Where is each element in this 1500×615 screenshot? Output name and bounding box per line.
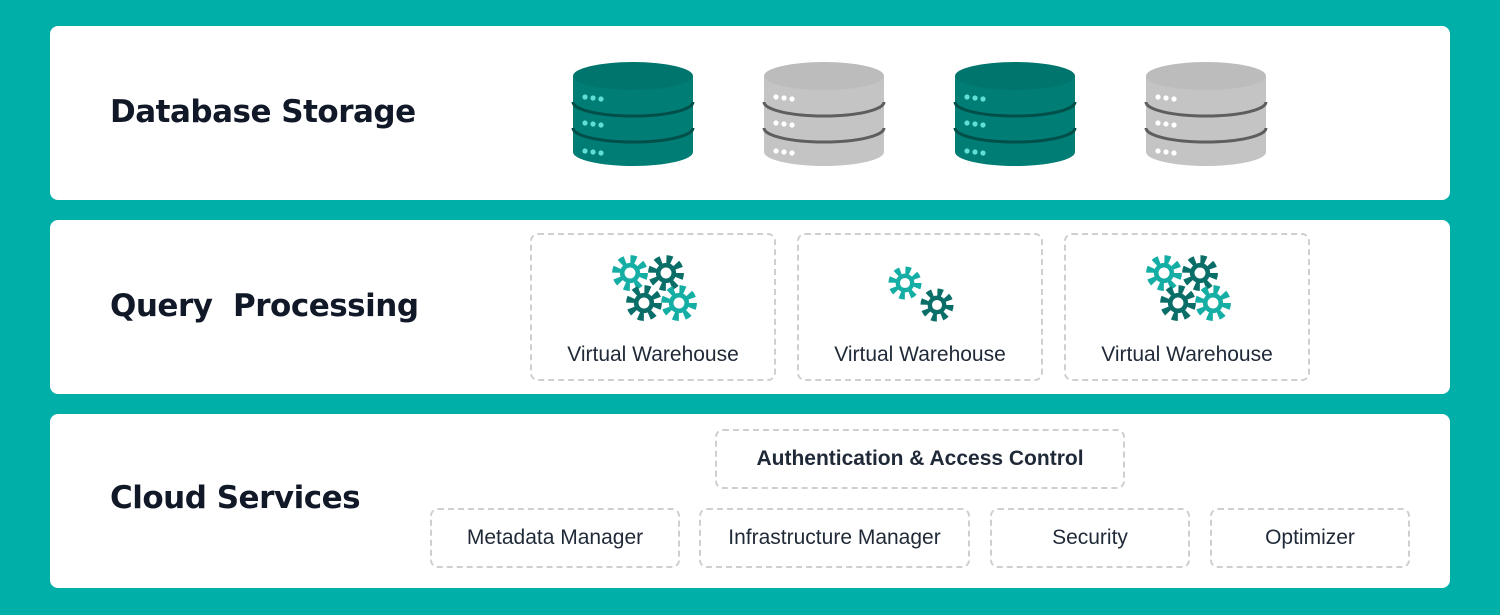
layer-title-cloud-services: Cloud Services [110,480,361,516]
database-icon-grey [1144,60,1268,168]
authentication-access-control-box: Authentication & Access Control [715,429,1125,489]
query-processing-panel: Query Processing Virtual Warehouse Virtu… [50,220,1450,394]
security-box: Security [990,508,1190,568]
cloud-services-panel: Cloud Services Authentication & Access C… [50,414,1450,588]
database-icon-teal [571,60,695,168]
database-storage-panel: Database Storage [50,26,1450,200]
two-gears-icon [799,247,1041,337]
virtual-warehouse-label: Virtual Warehouse [567,343,739,366]
database-icon-grey [762,60,886,168]
database-icon-teal [953,60,1077,168]
four-gears-icon [1066,247,1308,337]
virtual-warehouse-label: Virtual Warehouse [1101,343,1273,366]
infrastructure-manager-box: Infrastructure Manager [699,508,970,568]
four-gears-icon [532,247,774,337]
layer-title-database-storage: Database Storage [110,94,416,130]
layer-title-query-processing: Query Processing [110,288,419,324]
virtual-warehouse-card: Virtual Warehouse [797,233,1043,381]
virtual-warehouse-card: Virtual Warehouse [530,233,776,381]
optimizer-box: Optimizer [1210,508,1410,568]
metadata-manager-box: Metadata Manager [430,508,680,568]
virtual-warehouse-label: Virtual Warehouse [834,343,1006,366]
virtual-warehouse-card: Virtual Warehouse [1064,233,1310,381]
